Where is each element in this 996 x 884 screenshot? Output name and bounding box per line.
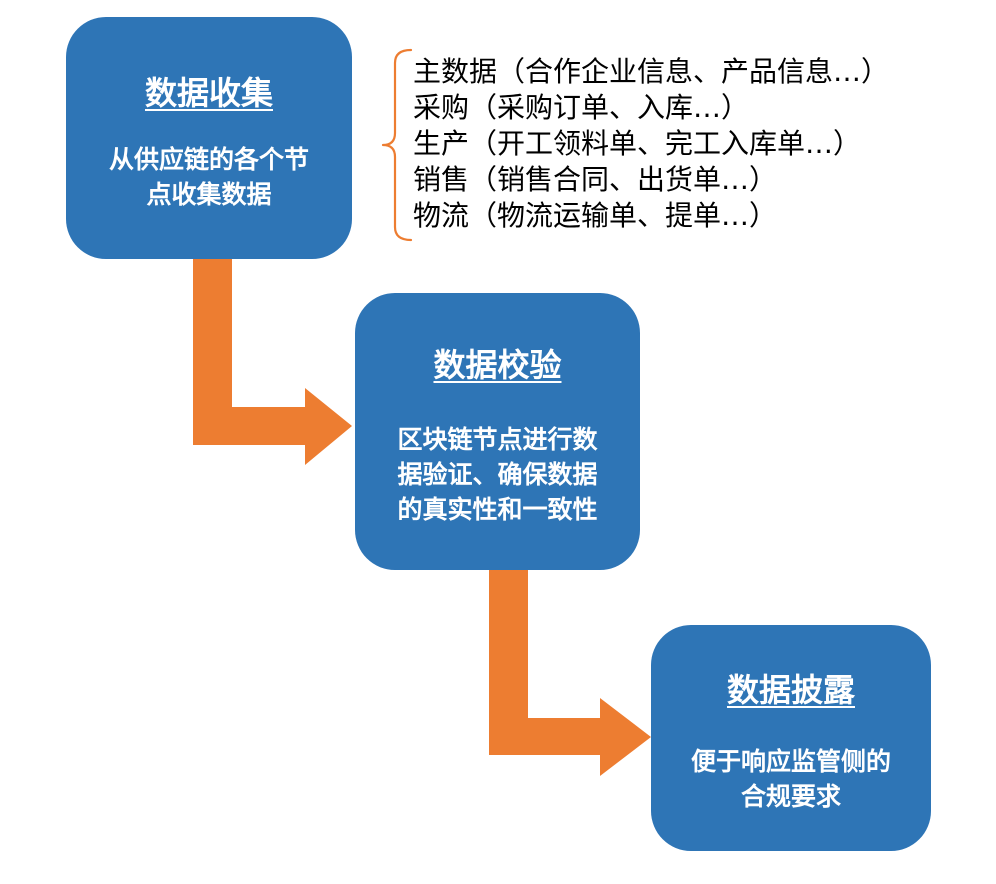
step-title-text: 数据校验: [433, 346, 562, 384]
step-description: 便于响应监管侧的 合规要求: [651, 744, 931, 814]
step-description: 从供应链的各个节 点收集数据: [66, 142, 352, 212]
sources-bracket: [381, 48, 413, 242]
arrow-verify-to-disclose: [489, 569, 651, 776]
step-title-text: 数据披露: [726, 671, 855, 709]
source-item-master-data: 主数据（合作企业信息、产品信息…）: [413, 55, 890, 88]
step-title: 数据收集: [66, 73, 352, 113]
step-description-line: 从供应链的各个节: [108, 145, 309, 174]
step-title: 数据校验: [355, 345, 640, 385]
source-item-logistics: 物流（物流运输单、提单…）: [413, 199, 778, 232]
step-box-verify: 数据校验 区块链节点进行数 据验证、确保数据 的真实性和一致性: [355, 293, 640, 570]
step-box-disclose: 数据披露 便于响应监管侧的 合规要求: [651, 625, 931, 851]
source-item-production: 生产（开工领料单、完工入库单…）: [413, 127, 862, 160]
source-item-purchasing: 采购（采购订单、入库…）: [413, 91, 750, 124]
arrow-collect-to-verify: [193, 258, 352, 465]
step-title-text: 数据收集: [144, 74, 273, 112]
source-item-sales: 销售（销售合同、出货单…）: [413, 163, 778, 196]
step-title: 数据披露: [651, 670, 931, 710]
step-description-line: 合规要求: [740, 782, 841, 811]
step-description-line: 便于响应监管侧的: [690, 747, 891, 776]
step-description-line: 据验证、确保数据: [397, 460, 598, 489]
step-description-line: 的真实性和一致性: [397, 495, 598, 524]
step-description-line: 点收集数据: [146, 180, 272, 209]
step-box-collect: 数据收集 从供应链的各个节 点收集数据: [66, 17, 352, 259]
step-description: 区块链节点进行数 据验证、确保数据 的真实性和一致性: [355, 422, 640, 527]
collection-source-list: 主数据（合作企业信息、产品信息…） 采购（采购订单、入库…） 生产（开工领料单、…: [413, 54, 889, 234]
step-description-line: 区块链节点进行数: [397, 425, 598, 454]
